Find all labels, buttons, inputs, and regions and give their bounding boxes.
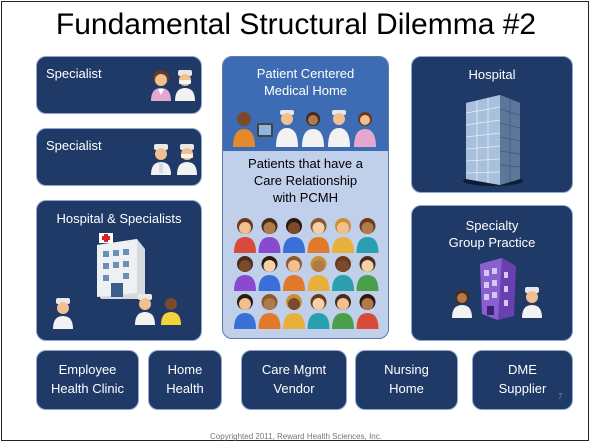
male-doctor-icon bbox=[177, 144, 197, 175]
copyright-notice: Copyrighted 2011, Reward Health Sciences… bbox=[210, 432, 382, 441]
specialty-label-line2: Group Practice bbox=[448, 235, 536, 250]
pcmh-title-line2: Medical Home bbox=[263, 83, 348, 98]
male-doctor-icon bbox=[522, 287, 542, 318]
purple-building-icon bbox=[480, 258, 516, 320]
employee-health-clinic-label: Employee Health Clinic bbox=[37, 360, 138, 398]
employee-line2: Health Clinic bbox=[51, 381, 124, 396]
care-mgmt-vendor-label: Care Mgmt Vendor bbox=[242, 360, 346, 398]
specialty-label-line1: Specialty bbox=[465, 218, 519, 233]
nursing-line1: Nursing bbox=[384, 362, 429, 377]
care-line2: Vendor bbox=[273, 381, 315, 396]
dme-line2: Supplier bbox=[498, 381, 547, 396]
hospital-specialists-box: Hospital & Specialists bbox=[36, 200, 202, 341]
nursing-home-label: Nursing Home bbox=[356, 360, 457, 398]
nursing-home-box: Nursing Home bbox=[355, 350, 458, 410]
nursing-line2: Home bbox=[389, 381, 424, 396]
home-line2: Health bbox=[166, 381, 204, 396]
male-doctor-icon bbox=[151, 144, 171, 175]
specialty-group-label: Specialty Group Practice bbox=[412, 217, 572, 251]
medical-team-icon bbox=[233, 110, 376, 147]
patients-caption-line1: Patients that have a bbox=[248, 156, 363, 171]
female-doctor-icon bbox=[151, 70, 171, 101]
patient-icon bbox=[452, 290, 472, 318]
specialist-box-1: Specialist bbox=[36, 56, 202, 114]
hospital-box: Hospital bbox=[411, 56, 573, 193]
male-doctor-icon bbox=[135, 294, 155, 325]
nurse-icon bbox=[161, 298, 181, 325]
male-doctor-icon bbox=[53, 298, 73, 329]
patients-caption-line3: with PCMH bbox=[272, 190, 338, 205]
pcmh-title-line1: Patient Centered bbox=[256, 66, 355, 81]
patients-caption: Patients that have a Care Relationship w… bbox=[223, 155, 388, 206]
patient-crowd-icon bbox=[234, 218, 379, 329]
pcmh-panel: Patient Centered Medical Home Patients t… bbox=[222, 56, 389, 339]
pcmh-header: Patient Centered Medical Home bbox=[223, 57, 388, 151]
specialist-label: Specialist bbox=[46, 138, 102, 153]
dme-supplier-label: DME Supplier bbox=[473, 360, 572, 398]
specialist-box-2: Specialist bbox=[36, 128, 202, 186]
dme-supplier-box: DME Supplier bbox=[472, 350, 573, 410]
employee-line1: Employee bbox=[58, 362, 117, 377]
dme-line1: DME bbox=[508, 362, 537, 377]
hospital-building-icon bbox=[97, 233, 145, 299]
home-health-box: Home Health bbox=[148, 350, 222, 410]
hospital-label: Hospital bbox=[468, 67, 516, 82]
home-health-label: Home Health bbox=[149, 360, 221, 398]
specialty-group-box: Specialty Group Practice bbox=[411, 205, 573, 341]
care-line1: Care Mgmt bbox=[261, 362, 327, 377]
male-doctor-icon bbox=[175, 70, 195, 101]
hospital-specialists-label: Hospital & Specialists bbox=[56, 211, 182, 226]
specialist-label: Specialist bbox=[46, 66, 102, 81]
patients-caption-line2: Care Relationship bbox=[253, 173, 358, 188]
home-line1: Home bbox=[167, 362, 203, 377]
employee-health-clinic-box: Employee Health Clinic bbox=[36, 350, 139, 410]
page-number: 7 bbox=[558, 392, 563, 401]
slide-title: Fundamental Structural Dilemma #2 bbox=[55, 8, 537, 41]
care-mgmt-vendor-box: Care Mgmt Vendor bbox=[241, 350, 347, 410]
pcmh-title: Patient Centered Medical Home bbox=[223, 65, 388, 99]
office-building-icon bbox=[463, 95, 523, 186]
